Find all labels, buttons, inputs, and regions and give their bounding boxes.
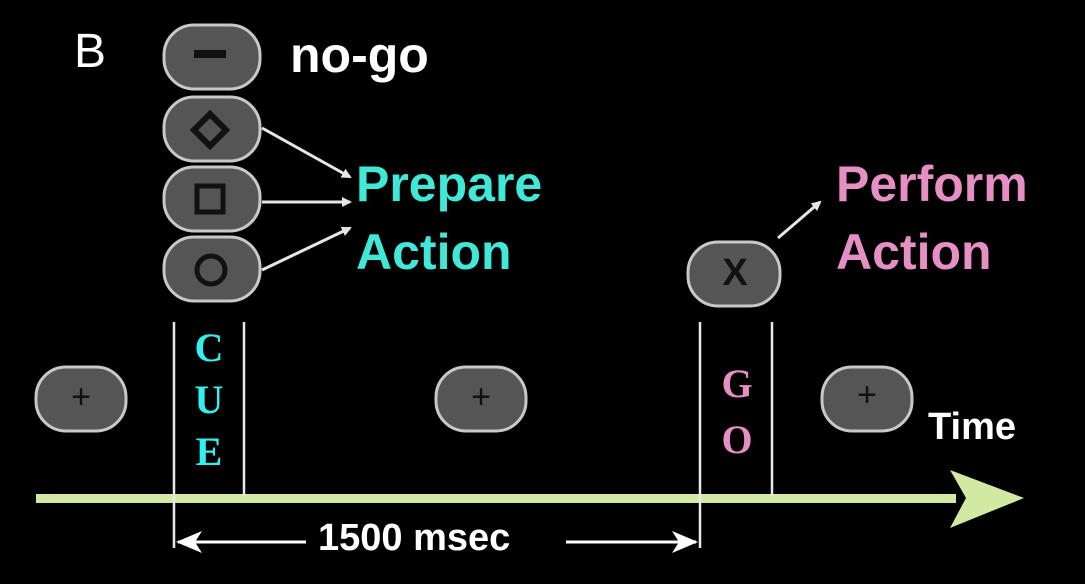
perform-arrow [777, 200, 822, 240]
event-marker-lines [172, 322, 774, 548]
perform-line-1: Perform [836, 156, 1028, 212]
time-axis-label: Time [928, 406, 1017, 448]
duration-label: 1500 msec [318, 517, 511, 559]
fixation-cross-1: + [71, 378, 91, 416]
fixation-pill-1 [34, 365, 128, 433]
prepare-line-1: Prepare [356, 156, 543, 212]
diamond-icon [189, 109, 231, 151]
fixation-cross-2: + [471, 378, 491, 416]
square-icon [194, 183, 226, 215]
minus-icon [194, 50, 226, 58]
cue-stimulus-diamond [162, 95, 262, 163]
go-letter: O [721, 417, 753, 462]
cue-letters: C U E [178, 322, 240, 478]
panel-label: B [74, 25, 107, 78]
circle-icon [194, 253, 228, 287]
fixation-pill-2 [434, 365, 528, 433]
go-letter: G [721, 361, 753, 406]
fixation-cross-3: + [857, 376, 877, 414]
cue-stimulus-circle [162, 235, 262, 303]
perform-action-label: Perform Action [836, 150, 1028, 286]
go-letters: G O [704, 356, 770, 468]
cue-letter: E [195, 429, 223, 474]
cue-stimulus-nogo [162, 23, 262, 91]
go-stimulus [686, 240, 782, 308]
prepare-action-label: Prepare Action [356, 150, 542, 286]
fixation-pill-3 [820, 365, 914, 433]
timeline-arrow [36, 470, 1024, 528]
cue-letter: C [194, 325, 224, 370]
nogo-label: no-go [290, 27, 429, 83]
perform-line-2: Action [836, 224, 992, 280]
cue-stimulus-square [162, 165, 262, 233]
go-stimulus-symbol: X [722, 252, 748, 294]
prepare-line-2: Action [356, 224, 512, 280]
prepare-arrows [261, 126, 352, 272]
cue-letter: U [194, 377, 224, 422]
